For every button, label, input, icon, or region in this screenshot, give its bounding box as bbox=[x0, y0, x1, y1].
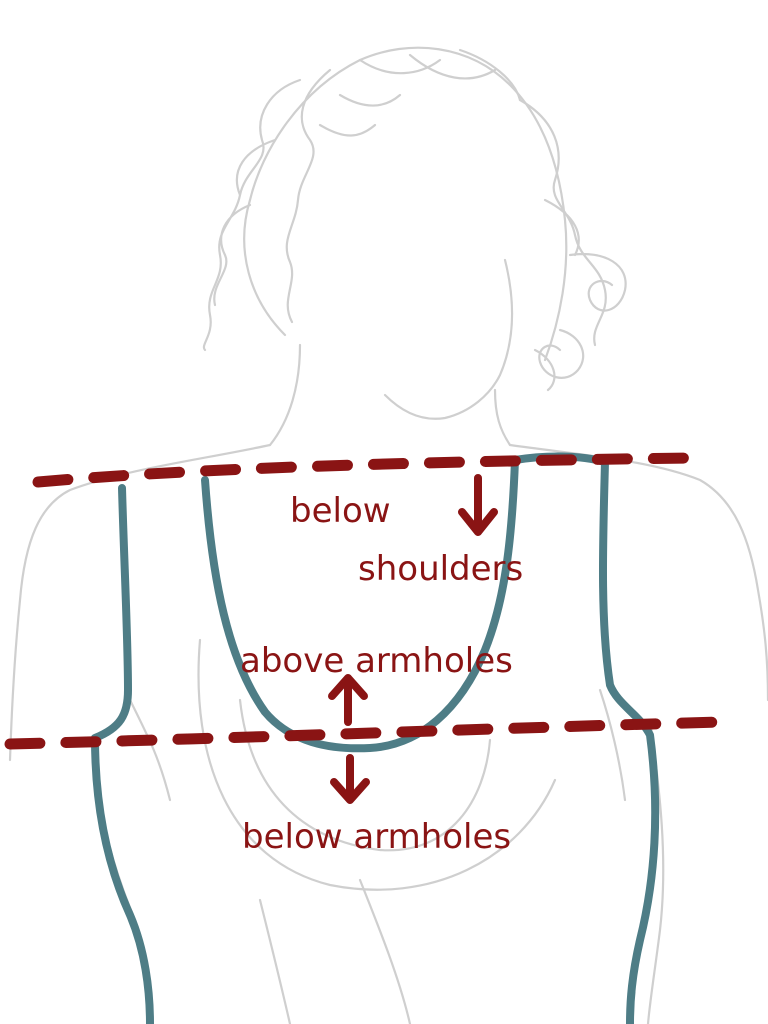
hair-outline bbox=[243, 46, 568, 362]
arrows bbox=[328, 474, 498, 804]
right-shoulder-arm bbox=[508, 443, 768, 702]
arrow-down-icon bbox=[330, 754, 370, 804]
right-strap-and-side bbox=[598, 458, 660, 1024]
reference-lines bbox=[4, 452, 726, 750]
torso-left-side bbox=[93, 743, 152, 1024]
face-outline bbox=[383, 258, 514, 420]
arrow-up-icon bbox=[328, 674, 368, 726]
arrow-down-icon bbox=[458, 474, 498, 536]
label-above-armholes: above armholes bbox=[240, 641, 513, 681]
label-below-shoulders-1: below bbox=[290, 491, 391, 531]
armhole-reference-line bbox=[4, 716, 726, 750]
hair-top-waves bbox=[318, 48, 522, 137]
left-strap-and-side bbox=[91, 484, 154, 1024]
drape-line-1 bbox=[238, 698, 492, 852]
hair-curls-left bbox=[202, 68, 332, 352]
annotation-labels: below shoulders above armholes below arm… bbox=[240, 491, 523, 857]
label-below-armholes: below armholes bbox=[242, 817, 511, 857]
label-below-shoulders-2: shoulders bbox=[358, 549, 523, 589]
hair-curls-right bbox=[518, 98, 627, 392]
drape-line-3 bbox=[128, 688, 627, 802]
neck-outline bbox=[268, 343, 512, 447]
shoulder-reference-line bbox=[32, 452, 696, 488]
drape-line-4 bbox=[258, 878, 412, 1024]
neckline-curve bbox=[201, 456, 519, 753]
left-shoulder-arm bbox=[8, 443, 272, 762]
